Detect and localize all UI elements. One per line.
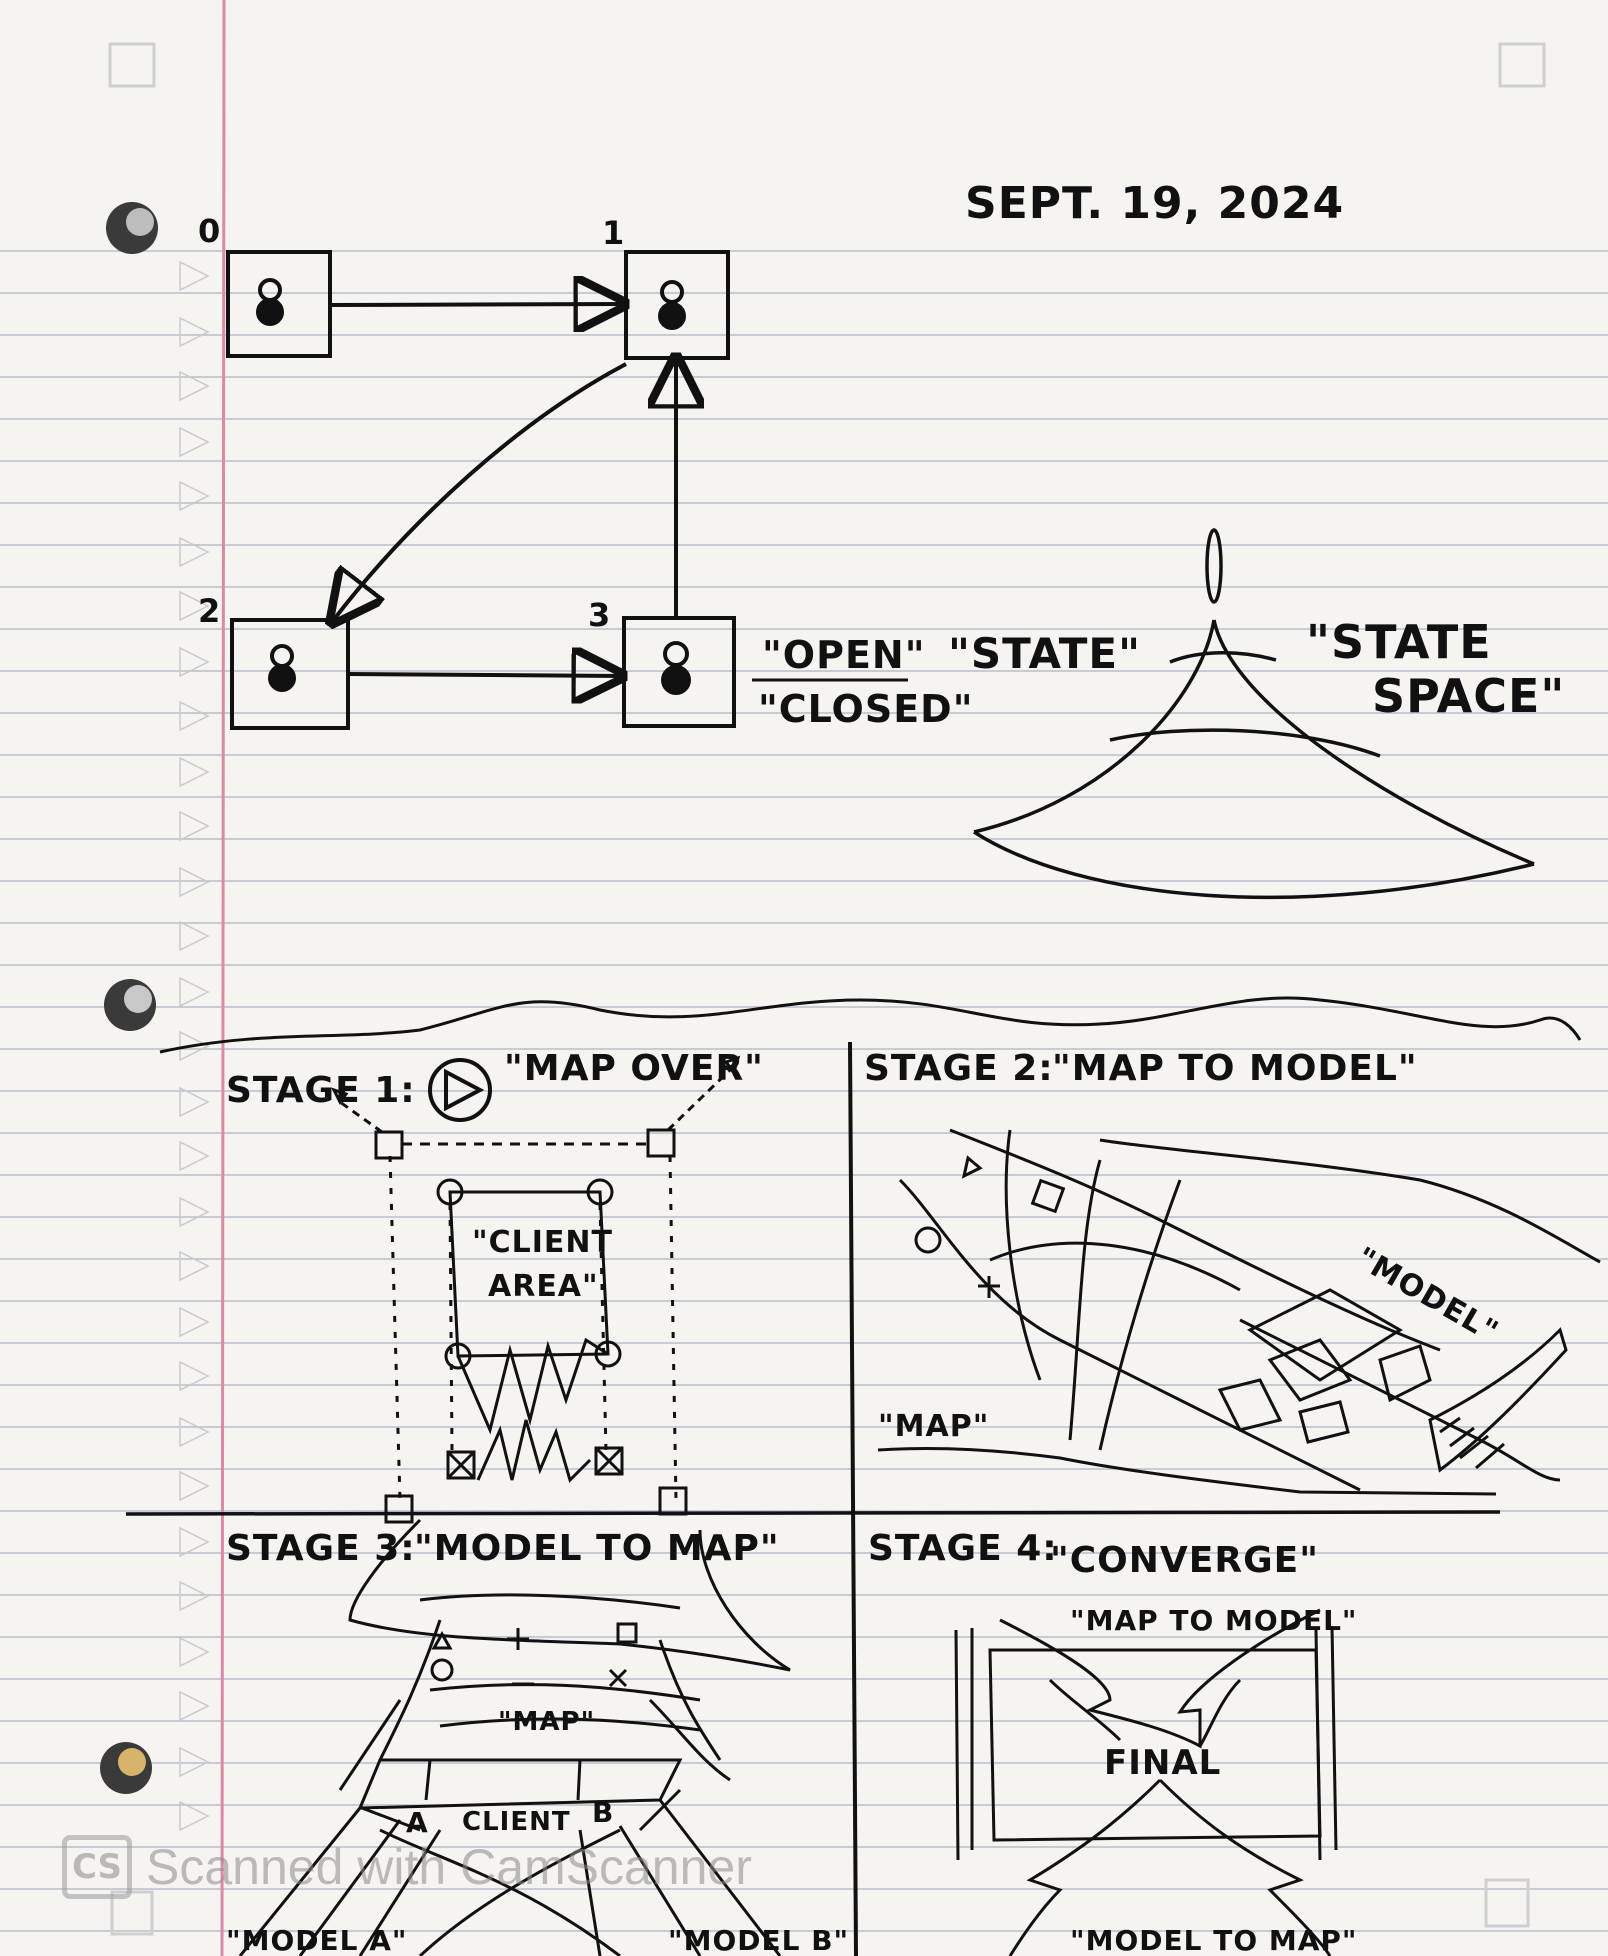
client-area-label-1: "CLIENT — [472, 1225, 613, 1260]
box-index-0: 0 — [198, 212, 221, 250]
stage3-title: STAGE 3: — [226, 1528, 416, 1569]
state-diagram — [226, 250, 736, 730]
play-icon — [428, 1058, 492, 1122]
stage4-quote: "CONVERGE" — [1050, 1540, 1319, 1581]
box-index-2: 2 — [198, 592, 221, 630]
stage4-title: STAGE 4: — [868, 1528, 1058, 1569]
state-space-label-2: SPACE" — [1372, 669, 1565, 723]
tear-line — [159, 996, 1582, 1054]
stage2-title: STAGE 2: — [864, 1048, 1054, 1089]
final-label: FINAL — [1104, 1743, 1221, 1783]
stage4-sketch — [954, 1608, 1338, 1956]
state-space-cone — [973, 528, 1535, 900]
stage3-sketch — [238, 1518, 791, 1956]
stage3-map-label: "MAP" — [498, 1707, 595, 1737]
stage3-quote: "MODEL TO MAP" — [414, 1528, 780, 1569]
stage4-map-to-model: "MAP TO MODEL" — [1070, 1604, 1358, 1637]
switch-glyphs — [256, 278, 691, 695]
model-a-label: "MODEL A" — [226, 1924, 407, 1956]
stage3-b-label: B — [592, 1796, 614, 1829]
client-area-label-2: AREA" — [488, 1269, 599, 1304]
margin-line — [220, 0, 226, 1956]
stage3-client-label: CLIENT — [462, 1807, 571, 1837]
binder-holes — [100, 202, 158, 1794]
state-space-label-1: "STATE — [1306, 615, 1492, 669]
vertical-divider — [848, 1041, 858, 1956]
model-b-label: "MODEL B" — [668, 1924, 849, 1956]
camscanner-watermark: CS Scanned with CamScanner — [62, 1832, 752, 1902]
stage4-model-to-map: "MODEL TO MAP" — [1070, 1924, 1358, 1956]
camscanner-logo: CS — [62, 1835, 132, 1899]
stage2-quote: "MAP TO MODEL" — [1052, 1048, 1418, 1089]
stage1-projection — [331, 1055, 741, 1524]
margin-triangles — [179, 260, 210, 1832]
date-label: SEPT. 19, 2024 — [965, 178, 1344, 229]
state-label: "STATE" — [948, 629, 1141, 678]
stage1-title: STAGE 1: — [226, 1070, 416, 1111]
stage2-map-label: "MAP" — [878, 1409, 989, 1444]
box-index-1: 1 — [602, 214, 625, 252]
scan-corner-markers — [108, 42, 1546, 1936]
stage2-map-sketch — [877, 1128, 1601, 1496]
stage3-a-label: A — [406, 1806, 429, 1839]
stage1-quote: "MAP OVER" — [504, 1048, 764, 1089]
horizontal-divider — [125, 1510, 1501, 1516]
closed-label: "CLOSED" — [758, 687, 974, 731]
open-label: "OPEN" — [762, 633, 926, 677]
camscanner-text: Scanned with CamScanner — [146, 1839, 752, 1895]
box-index-3: 3 — [588, 596, 611, 634]
